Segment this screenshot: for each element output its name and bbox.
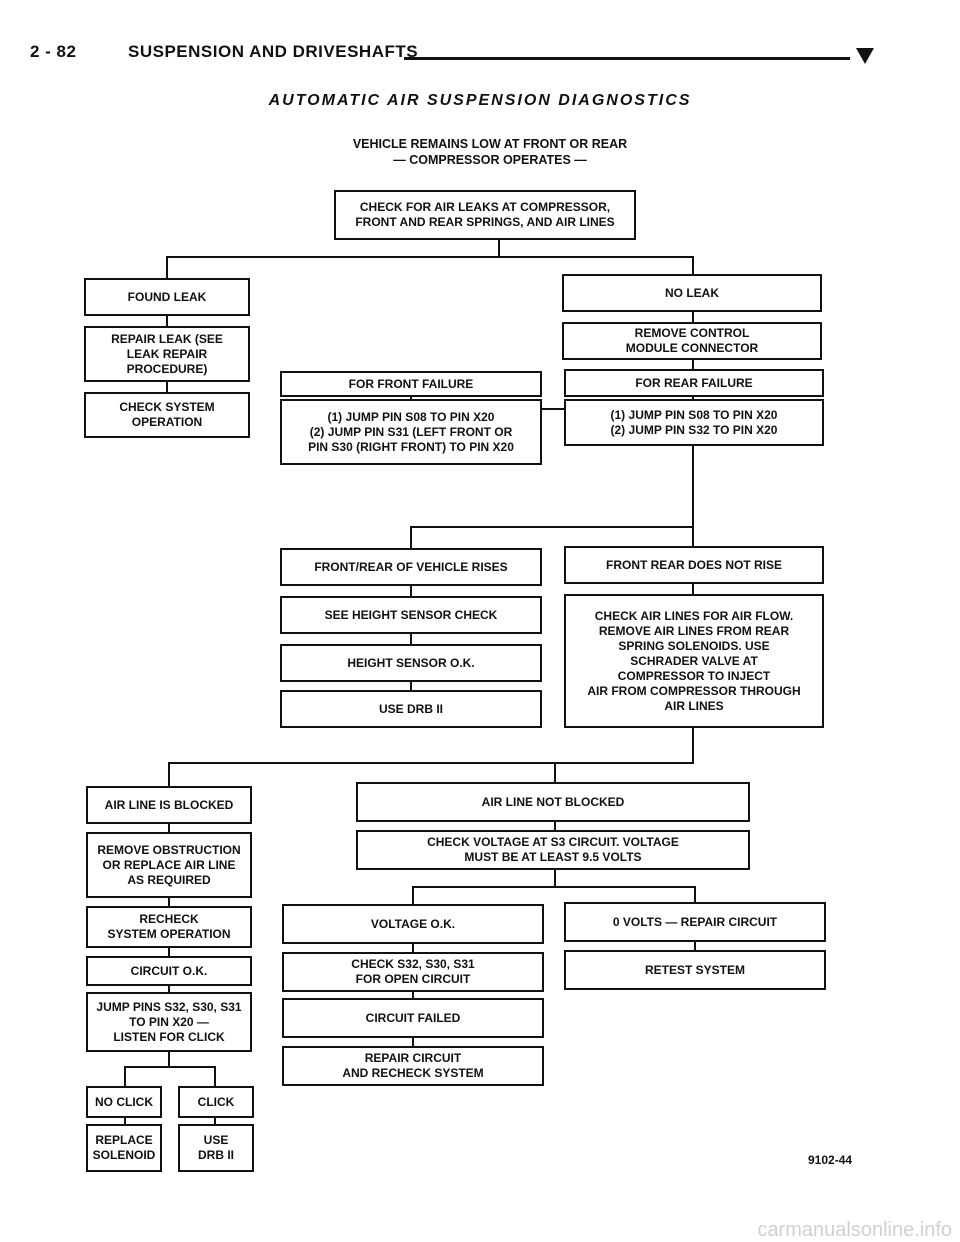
zero-volts-box: 0 VOLTS — REPAIR CIRCUIT [564, 902, 826, 942]
flowchart-title-line2: — COMPRESSOR OPERATES — [393, 153, 587, 167]
for-front-failure-box: FOR FRONT FAILURE [280, 371, 542, 397]
no-click-box: NO CLICK [86, 1086, 162, 1118]
section-title: SUSPENSION AND DRIVESHAFTS [128, 42, 419, 61]
check-system-operation-box: CHECK SYSTEM OPERATION [84, 392, 250, 438]
repair-circuit-recheck-box: REPAIR CIRCUIT AND RECHECK SYSTEM [282, 1046, 544, 1086]
rear-jump-pins-box: (1) JUMP PIN S08 TO PIN X20 (2) JUMP PIN… [564, 399, 824, 446]
found-leak-box: FOUND LEAK [84, 278, 250, 316]
front-jump-pins-box: (1) JUMP PIN S08 TO PIN X20 (2) JUMP PIN… [280, 399, 542, 465]
circuit-ok-box: CIRCUIT O.K. [86, 956, 252, 986]
use-drb-ii-small-box: USE DRB II [178, 1124, 254, 1172]
page-number: 2 - 82 [30, 42, 77, 61]
circuit-failed-box: CIRCUIT FAILED [282, 998, 544, 1038]
retest-system-box: RETEST SYSTEM [564, 950, 826, 990]
remove-obstruction-box: REMOVE OBSTRUCTION OR REPLACE AIR LINE A… [86, 832, 252, 898]
voltage-ok-box: VOLTAGE O.K. [282, 904, 544, 944]
figure-id: 9102-44 [808, 1153, 853, 1167]
height-sensor-ok-box: HEIGHT SENSOR O.K. [280, 644, 542, 682]
click-box: CLICK [178, 1086, 254, 1118]
remove-control-module-box: REMOVE CONTROL MODULE CONNECTOR [562, 322, 822, 360]
triangle-marker-icon [856, 48, 874, 64]
header-rule [404, 57, 850, 60]
check-s32-open-box: CHECK S32, S30, S31 FOR OPEN CIRCUIT [282, 952, 544, 992]
footer-watermark[interactable]: carmanualsonline.info [757, 1219, 952, 1241]
for-rear-failure-box: FOR REAR FAILURE [564, 369, 824, 397]
page-subtitle: AUTOMATIC AIR SUSPENSION DIAGNOSTICS [268, 92, 692, 109]
jump-pins-listen-box: JUMP PINS S32, S30, S31 TO PIN X20 — LIS… [86, 992, 252, 1052]
flowchart-title-line1: VEHICLE REMAINS LOW AT FRONT OR REAR [352, 137, 628, 151]
air-line-not-blocked-box: AIR LINE NOT BLOCKED [356, 782, 750, 822]
check-voltage-s3-box: CHECK VOLTAGE AT S3 CIRCUIT. VOLTAGE MUS… [356, 830, 750, 870]
does-not-rise-box: FRONT REAR DOES NOT RISE [564, 546, 824, 584]
repair-leak-box: REPAIR LEAK (SEE LEAK REPAIR PROCEDURE) [84, 326, 250, 382]
no-leak-box: NO LEAK [562, 274, 822, 312]
use-drb-ii-box: USE DRB II [280, 690, 542, 728]
see-height-sensor-box: SEE HEIGHT SENSOR CHECK [280, 596, 542, 634]
vehicle-rises-box: FRONT/REAR OF VEHICLE RISES [280, 548, 542, 586]
check-air-lines-flow-box: CHECK AIR LINES FOR AIR FLOW. REMOVE AIR… [564, 594, 824, 728]
air-line-blocked-box: AIR LINE IS BLOCKED [86, 786, 252, 824]
recheck-system-box: RECHECK SYSTEM OPERATION [86, 906, 252, 948]
check-air-leaks-box: CHECK FOR AIR LEAKS AT COMPRESSOR, FRONT… [334, 190, 636, 240]
replace-solenoid-box: REPLACE SOLENOID [86, 1124, 162, 1172]
